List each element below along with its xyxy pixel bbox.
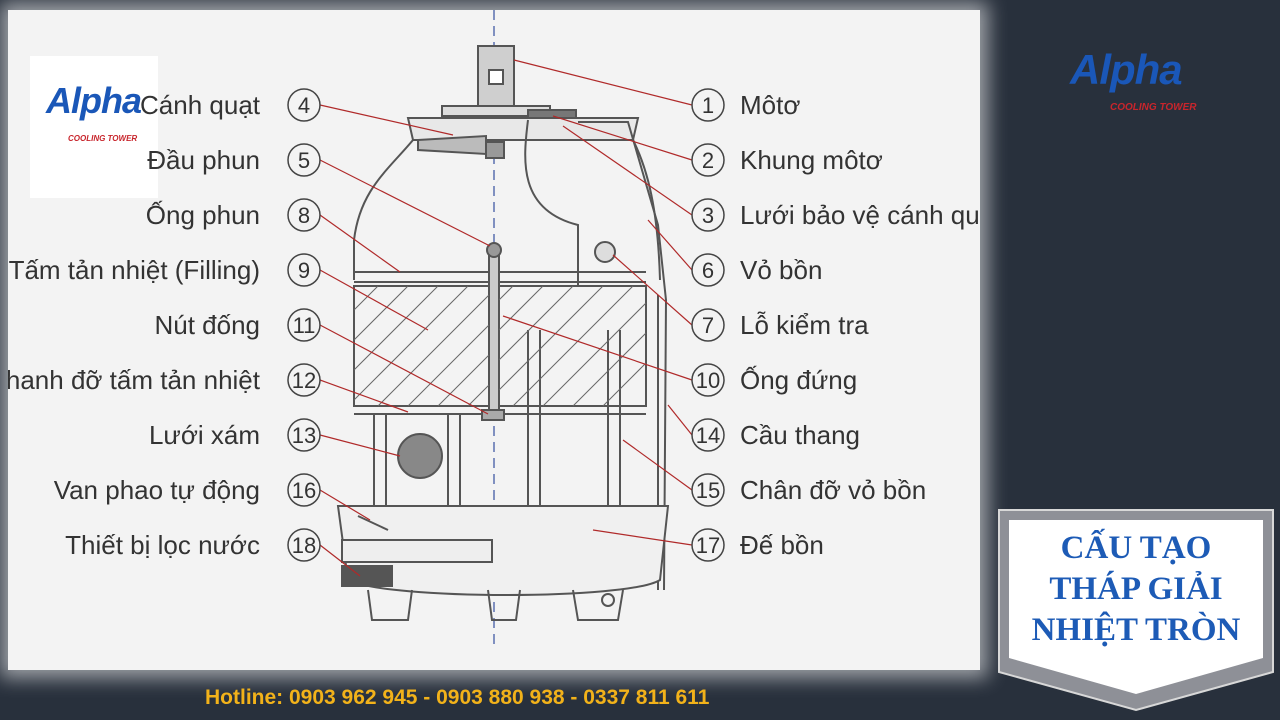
callout-11: 11 Nút đống xyxy=(154,308,321,342)
callout-number: 6 xyxy=(702,258,714,283)
component-label: Môtơ xyxy=(740,90,800,120)
callout-number: 13 xyxy=(292,423,316,448)
callout-circle xyxy=(287,473,321,507)
callout-number: 18 xyxy=(292,533,316,558)
logo-tagline: COOLING TOWER xyxy=(1110,102,1197,113)
component-label: Khung môtơ xyxy=(740,145,883,175)
callout-circle xyxy=(691,528,725,562)
callout-number: 14 xyxy=(696,423,720,448)
component-label: Thiết bị lọc nước xyxy=(65,530,260,560)
callout-15: 15 Chân đỡ vỏ bồn xyxy=(691,473,926,507)
component-label: Cánh quạt xyxy=(140,90,261,120)
callout-circle xyxy=(287,88,321,122)
callout-circle xyxy=(287,253,321,287)
component-label: Ống đứng xyxy=(740,365,857,395)
component-label: Tấm tản nhiệt (Filling) xyxy=(9,255,260,285)
component-label: Van phao tự động xyxy=(54,475,260,505)
company-logo-left: Alpha COOLING TOWER xyxy=(30,56,158,198)
logo-word: Alpha xyxy=(46,80,142,121)
callout-circle xyxy=(287,528,321,562)
component-label: Thanh đỡ tấm tản nhiệt xyxy=(8,365,261,395)
callout-1: 1 Môtơ xyxy=(691,88,800,122)
callout-number: 1 xyxy=(702,93,714,118)
callout-12: 12 Thanh đỡ tấm tản nhiệt xyxy=(8,363,321,397)
callout-circle xyxy=(691,308,725,342)
callout-number: 8 xyxy=(298,203,310,228)
page-title: CẤU TẠO THÁP GIẢI NHIỆT TRÒN xyxy=(997,528,1275,651)
component-label: Lỗ kiểm tra xyxy=(740,310,869,340)
callout-16: 16 Van phao tự động xyxy=(54,473,321,507)
component-label: Đế bồn xyxy=(740,530,824,560)
title-line: CẤU TẠO xyxy=(1060,530,1212,566)
callout-circle xyxy=(691,473,725,507)
callout-8: 8 Ống phun xyxy=(146,198,321,232)
component-label: Chân đỡ vỏ bồn xyxy=(740,475,926,505)
callout-circle xyxy=(287,418,321,452)
title-line: NHIỆT TRÒN xyxy=(1031,612,1241,648)
callout-circle xyxy=(691,88,725,122)
callout-circle xyxy=(287,308,321,342)
callout-number: 4 xyxy=(298,93,310,118)
component-label: Lưới bảo vệ cánh quạt xyxy=(740,200,980,230)
logo-tagline: COOLING TOWER xyxy=(68,134,138,143)
company-logo-right: Alpha COOLING TOWER xyxy=(1062,38,1222,138)
callout-17: 17 Đế bồn xyxy=(691,528,824,562)
callout-circle xyxy=(691,363,725,397)
callout-circle xyxy=(691,253,725,287)
component-label: Ống phun xyxy=(146,200,260,230)
component-label: Lưới xám xyxy=(149,420,260,450)
callout-circle xyxy=(691,418,725,452)
callout-6: 6 Vỏ bồn xyxy=(691,253,822,287)
component-label: Cầu thang xyxy=(740,420,860,450)
component-label: Đầu phun xyxy=(147,145,260,175)
callout-circle xyxy=(691,198,725,232)
callout-9: 9 Tấm tản nhiệt (Filling) xyxy=(9,253,321,287)
callout-number: 12 xyxy=(292,368,316,393)
callout-number: 3 xyxy=(702,203,714,228)
title-line: THÁP GIẢI xyxy=(1049,571,1223,607)
callout-circle xyxy=(287,143,321,177)
callout-number: 7 xyxy=(702,313,714,338)
callout-10: 10 Ống đứng xyxy=(691,363,857,397)
callout-3: 3 Lưới bảo vệ cánh quạt xyxy=(691,198,980,232)
callout-number: 9 xyxy=(298,258,310,283)
callout-circle xyxy=(287,198,321,232)
title-badge: CẤU TẠO THÁP GIẢI NHIỆT TRÒN xyxy=(997,508,1275,712)
callout-number: 10 xyxy=(696,368,720,393)
callout-number: 2 xyxy=(702,148,714,173)
callout-number: 17 xyxy=(696,533,720,558)
callout-number: 15 xyxy=(696,478,720,503)
callout-number: 5 xyxy=(298,148,310,173)
callout-number: 11 xyxy=(293,313,316,338)
cooling-tower-diagram: 4 Cánh quạt 5 Đầu phun 8 Ống phun 9 Tấm tản nhi… xyxy=(8,10,980,650)
callout-13: 13 Lưới xám xyxy=(149,418,321,452)
callout-2: 2 Khung môtơ xyxy=(691,143,883,177)
hotline-text: Hotline: 0903 962 945 - 0903 880 938 - 0… xyxy=(205,686,710,709)
logo-word: Alpha xyxy=(1070,46,1183,93)
diagram-panel: Alpha COOLING TOWER xyxy=(8,10,980,670)
component-label: Nút đống xyxy=(154,310,260,340)
callout-number: 16 xyxy=(292,478,316,503)
component-label: Vỏ bồn xyxy=(740,255,822,285)
callout-circle xyxy=(691,143,725,177)
callout-18: 18 Thiết bị lọc nước xyxy=(65,528,321,562)
callout-5: 5 Đầu phun xyxy=(147,143,321,177)
callout-14: 14 Cầu thang xyxy=(691,418,860,452)
callout-4: 4 Cánh quạt xyxy=(140,88,321,122)
callout-circle xyxy=(287,363,321,397)
callout-7: 7 Lỗ kiểm tra xyxy=(691,308,869,342)
